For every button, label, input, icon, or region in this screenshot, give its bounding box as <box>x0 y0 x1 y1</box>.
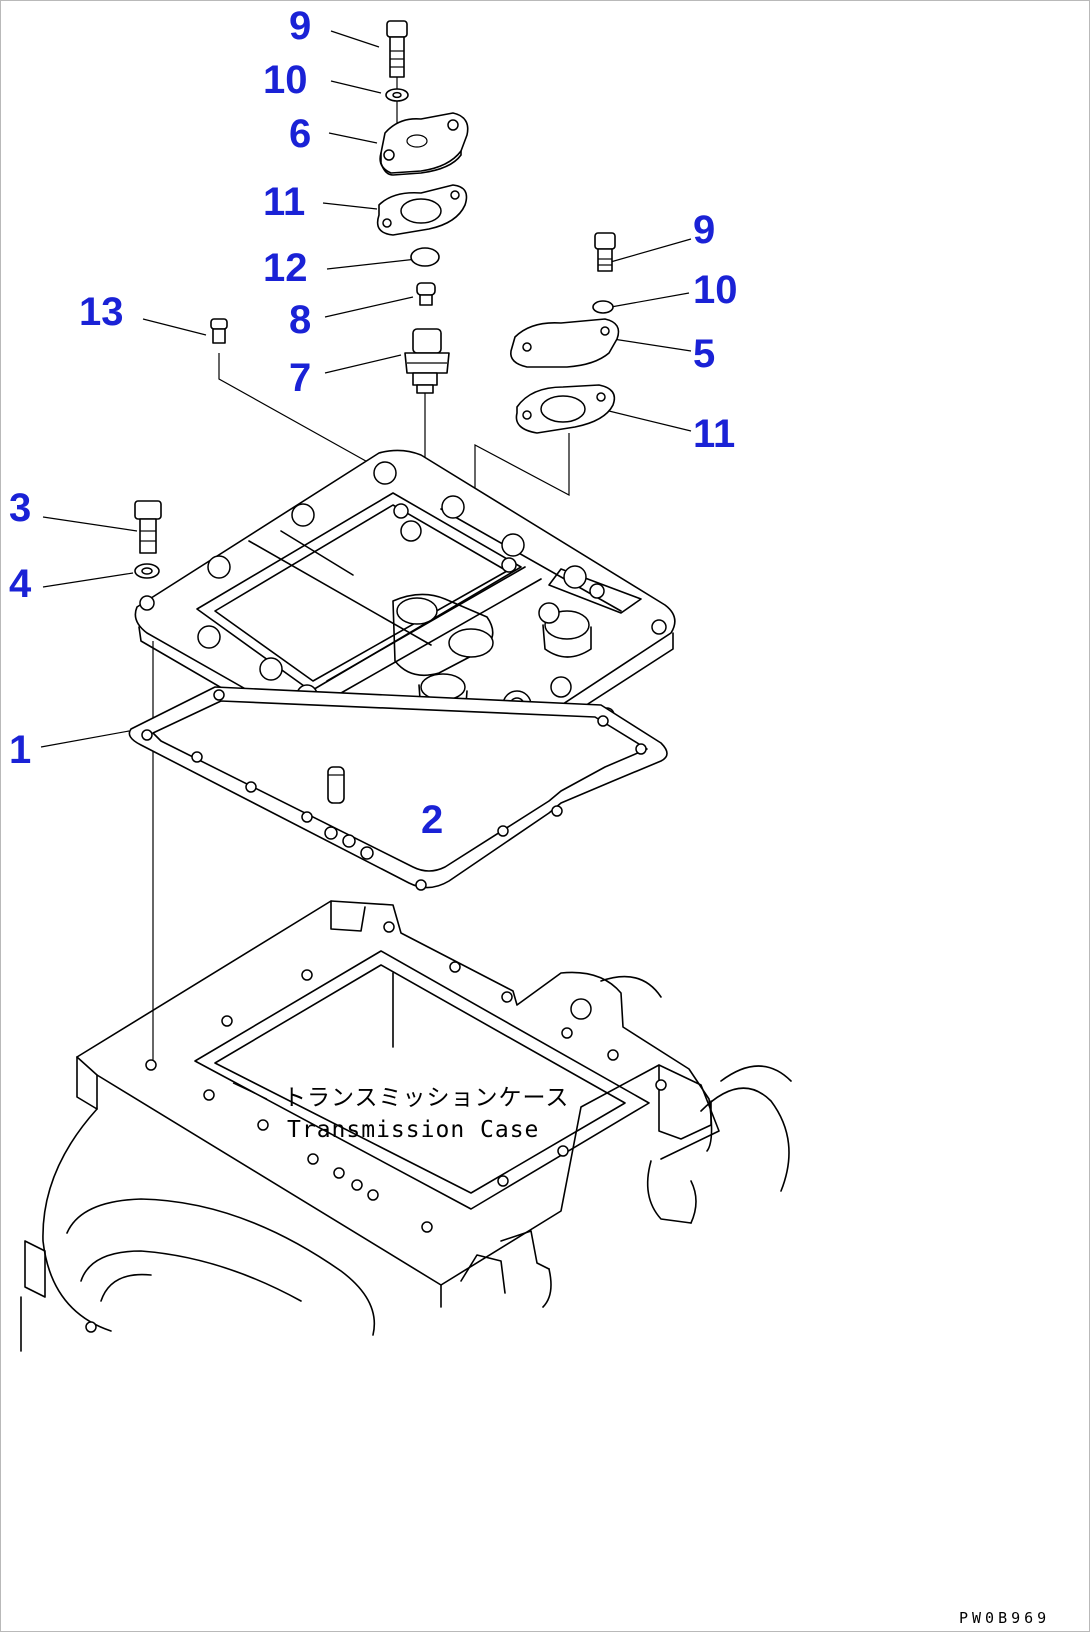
part-5-cover <box>510 318 620 368</box>
callout-11-top: 11 <box>263 180 305 224</box>
part-12-oring <box>410 247 440 267</box>
callout-10-top: 10 <box>263 58 308 102</box>
callout-10-right: 10 <box>693 268 738 312</box>
part-11-gasket-top <box>376 184 468 236</box>
callout-2: 2 <box>421 798 443 842</box>
callout-9-top: 9 <box>289 4 311 48</box>
part-9-bolt-top <box>386 20 408 78</box>
callout-8: 8 <box>289 298 311 342</box>
transmission-case <box>20 900 792 1352</box>
callout-9-right: 9 <box>693 208 715 252</box>
part-3-bolt <box>134 500 162 554</box>
part-6-cover <box>379 112 469 176</box>
callout-1: 1 <box>9 728 31 772</box>
part-10-washer-right <box>592 300 614 314</box>
part-8-plug <box>416 282 436 306</box>
callout-11-right: 11 <box>693 412 735 456</box>
case-label-english: Transmission Case <box>287 1117 539 1143</box>
part-11-gasket-right <box>515 384 616 434</box>
case-label-japanese: トランスミッションケース <box>283 1085 569 1111</box>
callout-5: 5 <box>693 332 715 376</box>
part-9-bolt-right <box>594 232 616 272</box>
drawing-number: PW0B969 <box>959 1609 1050 1627</box>
part-13-plug <box>210 318 228 344</box>
callout-13: 13 <box>79 290 124 334</box>
part-4-washer <box>134 563 160 579</box>
callout-numbers: 9 10 6 11 12 8 7 13 9 10 5 11 3 4 1 2 <box>9 4 738 842</box>
callout-6: 6 <box>289 112 311 156</box>
part-2-dowel <box>327 766 345 804</box>
part-7-sensor <box>404 328 450 394</box>
callout-7: 7 <box>289 356 311 400</box>
callout-3: 3 <box>9 486 31 530</box>
callout-4: 4 <box>9 562 32 606</box>
callout-12: 12 <box>263 246 308 290</box>
gasket-1 <box>128 686 668 891</box>
leader-lines <box>40 30 692 814</box>
part-10-washer-top <box>385 88 409 102</box>
case-label: トランスミッションケース Transmission Case <box>232 1082 569 1143</box>
